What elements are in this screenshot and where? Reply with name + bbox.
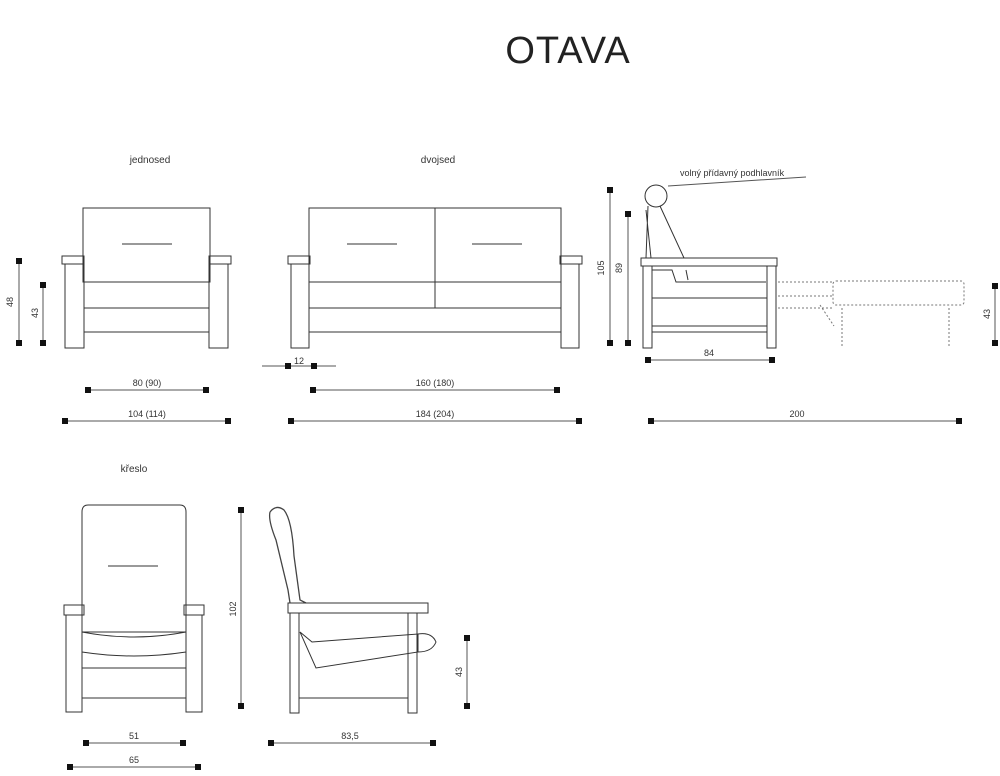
single-height-label: 48: [5, 297, 15, 307]
single-total-width-dimension: 104 (114): [62, 409, 231, 424]
double-armrest-label: 12: [294, 356, 304, 366]
double-seat-width-dimension: 160 (180): [310, 378, 560, 393]
single-seat-caption: jednosed: [129, 155, 171, 166]
double-total-width-dimension: 184 (204): [288, 409, 582, 424]
side-depth-label: 84: [704, 348, 714, 358]
side-depth-dimension: 84: [645, 348, 775, 363]
armchair-view: křeslo 102: [63, 464, 470, 770]
side-height-dimension: 105: [596, 187, 613, 346]
single-height-dimension: 48: [5, 258, 22, 346]
extended-bed-drawing: [778, 280, 965, 346]
side-height-label: 105: [596, 260, 606, 275]
armchair-front-drawing: [63, 504, 205, 713]
side-back-height-dimension: 89: [614, 211, 631, 346]
armchair-seat-width-dimension: 51: [83, 731, 186, 746]
single-seat-width-dimension: 80 (90): [85, 378, 209, 393]
side-extended-length-dimension: 200: [648, 409, 962, 424]
single-seat-height-dimension: 43: [30, 282, 46, 346]
side-view: volný přídavný podhlavník 105 89 43 84: [596, 168, 998, 424]
side-profile-drawing: [640, 184, 778, 349]
single-total-width-label: 104 (114): [128, 409, 166, 419]
double-seat-width-label: 160 (180): [416, 378, 455, 388]
armchair-depth-label: 83,5: [341, 731, 359, 741]
double-armrest-dimension: 12: [262, 356, 336, 369]
armchair-depth-dimension: 83,5: [268, 731, 436, 746]
armchair-caption: křeslo: [121, 464, 148, 475]
armchair-side-drawing: [268, 506, 437, 714]
side-bed-height-dimension: 43: [982, 283, 998, 346]
armchair-height-label: 102: [228, 601, 238, 616]
double-seat-caption: dvojsed: [421, 155, 455, 166]
single-seat-height-label: 43: [30, 308, 40, 318]
armchair-height-dimension: 102: [228, 507, 244, 709]
double-total-width-label: 184 (204): [416, 409, 455, 419]
armchair-seat-width-label: 51: [129, 731, 139, 741]
double-seat-view: dvojsed 12 160 (180): [262, 155, 583, 424]
single-seat-view: jednosed 48 43 80: [5, 155, 232, 424]
double-seat-front-drawing: [287, 207, 583, 349]
single-seat-width-label: 80 (90): [133, 378, 162, 388]
armchair-total-width-label: 65: [129, 755, 139, 765]
side-extended-length-label: 200: [789, 409, 804, 419]
armchair-seat-height-label: 43: [454, 667, 464, 677]
armchair-total-width-dimension: 65: [67, 755, 201, 770]
cushion-note: volný přídavný podhlavník: [667, 168, 807, 187]
single-seat-front-drawing: [61, 207, 232, 349]
cushion-note-label: volný přídavný podhlavník: [680, 168, 785, 178]
armchair-seat-height-dimension: 43: [454, 635, 470, 709]
side-bed-height-label: 43: [982, 309, 992, 319]
page-title: OTAVA: [505, 30, 631, 72]
side-back-height-label: 89: [614, 263, 624, 273]
